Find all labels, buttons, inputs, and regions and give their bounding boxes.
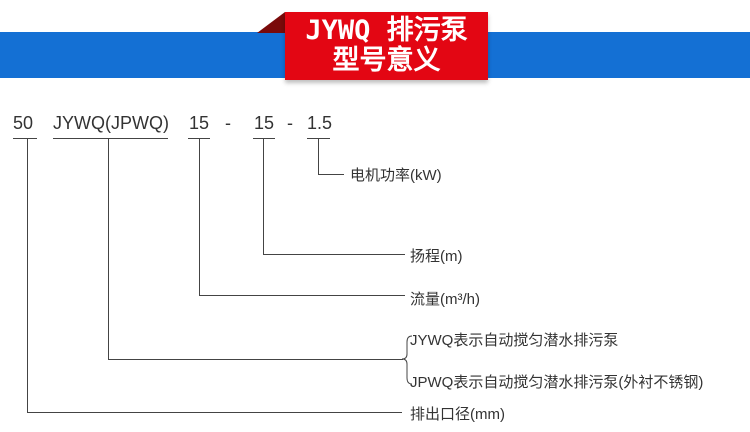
underline-size	[13, 138, 37, 139]
code-dash-2: -	[287, 113, 293, 133]
label-power: 电机功率(kW)	[350, 167, 442, 184]
leader-head-h	[263, 254, 405, 255]
code-flow: 15	[189, 113, 210, 133]
leader-power-v	[318, 138, 319, 174]
leader-flow-h	[199, 295, 405, 296]
title-line-2: 型号意义	[332, 45, 441, 76]
leader-size-v	[27, 138, 28, 412]
code-model: JYWQ(JPWQ)	[53, 113, 169, 133]
label-flow: 流量(m³/h)	[410, 291, 480, 308]
label-outlet: 排出口径(mm)	[410, 406, 505, 423]
title-line-1: JYWQ 排污泵	[305, 15, 468, 46]
leader-size-h	[27, 412, 402, 413]
code-size: 50	[13, 113, 34, 133]
underline-model	[53, 138, 168, 139]
code-power: 1.5	[307, 113, 333, 133]
underline-head	[253, 138, 275, 139]
leader-power-h	[318, 174, 344, 175]
title-banner: JYWQ 排污泵 型号意义	[285, 12, 488, 80]
label-jywq: JYWQ表示自动搅匀潜水排污泵	[410, 332, 619, 349]
code-dash-1: -	[225, 113, 231, 133]
label-head: 扬程(m)	[410, 248, 463, 265]
leader-head-v	[263, 138, 264, 254]
code-head: 15	[254, 113, 275, 133]
leader-model-v	[108, 138, 109, 359]
banner-fold	[257, 12, 285, 33]
label-jpwq: JPWQ表示自动搅匀潜水排污泵(外衬不锈钢)	[410, 374, 704, 391]
leader-model-h	[108, 359, 403, 360]
brace-icon	[401, 335, 413, 385]
leader-flow-v	[199, 138, 200, 295]
